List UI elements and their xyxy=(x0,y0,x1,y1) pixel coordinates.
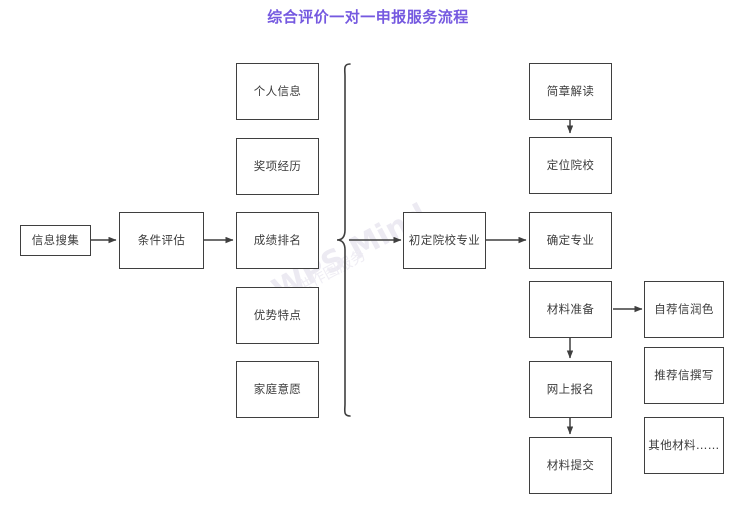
node-label: 初定院校专业 xyxy=(408,233,481,248)
node-material-prep[interactable]: 材料准备 xyxy=(529,281,612,338)
brace-evaluation-group xyxy=(336,63,351,417)
node-other-materials[interactable]: 其他材料…… xyxy=(644,417,724,474)
node-locate-school[interactable]: 定位院校 xyxy=(529,137,612,194)
node-label: 网上报名 xyxy=(546,382,595,397)
node-brochure-reading[interactable]: 简章解读 xyxy=(529,63,612,120)
node-label: 成绩排名 xyxy=(253,233,302,248)
node-label: 定位院校 xyxy=(546,158,595,173)
page-title: 综合评价一对一申报服务流程 xyxy=(267,8,469,26)
node-label: 个人信息 xyxy=(253,84,302,99)
node-label: 确定专业 xyxy=(546,233,595,248)
node-strength-traits[interactable]: 优势特点 xyxy=(236,287,319,344)
node-label: 推荐信撰写 xyxy=(654,368,714,383)
node-label: 家庭意愿 xyxy=(253,382,302,397)
node-label: 奖项经历 xyxy=(253,159,302,174)
node-info-collect[interactable]: 信息搜集 xyxy=(20,225,91,256)
node-label: 自荐信润色 xyxy=(654,302,714,317)
node-label: 其他材料…… xyxy=(648,438,720,453)
node-score-rank[interactable]: 成绩排名 xyxy=(236,212,319,269)
node-condition-eval[interactable]: 条件评估 xyxy=(119,212,204,269)
node-label: 材料准备 xyxy=(546,302,595,317)
node-family-wish[interactable]: 家庭意愿 xyxy=(236,361,319,418)
node-personal-info[interactable]: 个人信息 xyxy=(236,63,319,120)
node-label: 优势特点 xyxy=(253,308,302,323)
node-online-signup[interactable]: 网上报名 xyxy=(529,361,612,418)
node-self-rec-polish[interactable]: 自荐信润色 xyxy=(644,281,724,338)
node-award-history[interactable]: 奖项经历 xyxy=(236,138,319,195)
node-label: 信息搜集 xyxy=(31,233,80,248)
node-material-submit[interactable]: 材料提交 xyxy=(529,437,612,494)
node-rec-letter-write[interactable]: 推荐信撰写 xyxy=(644,347,724,404)
node-label: 条件评估 xyxy=(137,233,186,248)
node-preliminary-major[interactable]: 初定院校专业 xyxy=(403,212,486,269)
node-confirm-major[interactable]: 确定专业 xyxy=(529,212,612,269)
node-label: 材料提交 xyxy=(546,458,595,473)
node-label: 简章解读 xyxy=(546,84,595,99)
